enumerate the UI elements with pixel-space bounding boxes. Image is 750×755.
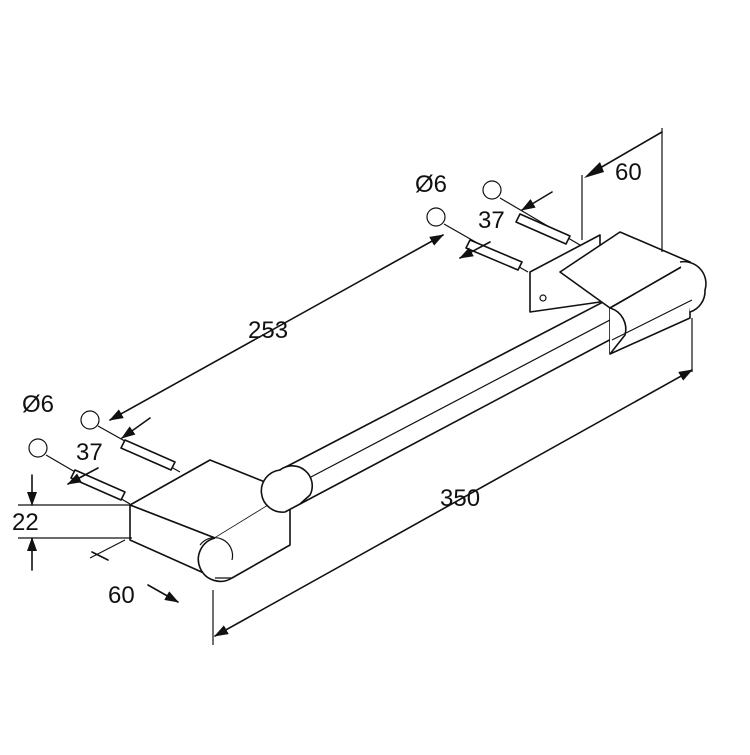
screw-head-upper-right (482, 180, 502, 200)
right-bracket (529, 231, 707, 355)
left-bracket (129, 459, 313, 583)
dim-depth-arrows (67, 191, 553, 485)
screw-head-lower-left (28, 438, 48, 458)
label-depth-upper: 37 (478, 207, 505, 234)
label-bracket-width-top: 60 (615, 159, 642, 186)
screw-head-lower-right (426, 207, 446, 227)
label-height: 22 (12, 509, 39, 536)
dim-bracket-width-bottom (89, 539, 179, 603)
label-diameter-upper: Ø6 (415, 171, 447, 198)
screw-head-upper-left (80, 410, 100, 430)
dim-height (18, 474, 132, 571)
dim-hole-spacing (109, 234, 444, 421)
label-depth-lower: 37 (76, 439, 103, 466)
label-diameter-lower: Ø6 (22, 391, 54, 418)
left-fasteners (28, 410, 181, 505)
label-hole-spacing: 253 (248, 317, 288, 344)
dim-bracket-width-top (581, 128, 663, 252)
label-bracket-width-bottom: 60 (108, 582, 135, 609)
dim-total-length (212, 318, 693, 645)
label-total-length: 350 (440, 485, 480, 512)
